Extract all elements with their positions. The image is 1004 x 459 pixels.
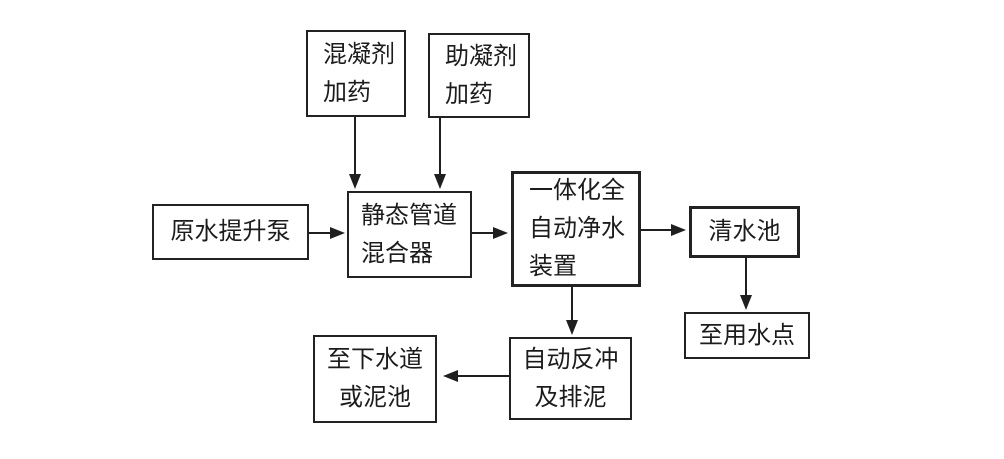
node-coagulant-dosing: 混凝剂 加药: [306, 30, 406, 117]
node-to-sewer-or-sludge-pool: 至下水道 或泥池: [313, 335, 437, 423]
arrow-backwash-to-sewer: [443, 370, 509, 382]
arrow-mixer-to-purifier: [472, 227, 508, 239]
node-static-pipe-mixer: 静态管道 混合器: [347, 191, 472, 278]
arrow-tank-to-use-point: [740, 258, 752, 310]
arrow-coagulant-to-mixer: [349, 117, 361, 189]
arrow-pump-to-mixer: [309, 227, 345, 239]
node-to-water-use-point: 至用水点: [684, 312, 810, 359]
arrow-purifier-to-backwash: [566, 287, 578, 335]
node-clear-water-tank: 清水池: [689, 206, 800, 258]
node-integrated-auto-purifier: 一体化全 自动净水 装置: [511, 171, 641, 287]
node-auto-backwash-desludge: 自动反冲 及排泥: [509, 337, 632, 420]
node-raw-water-lift-pump: 原水提升泵: [152, 204, 309, 260]
arrow-purifier-to-tank: [641, 224, 686, 236]
arrow-coagulant-aid-to-mixer: [434, 118, 446, 189]
node-coagulant-aid-dosing: 助凝剂 加药: [428, 33, 530, 118]
